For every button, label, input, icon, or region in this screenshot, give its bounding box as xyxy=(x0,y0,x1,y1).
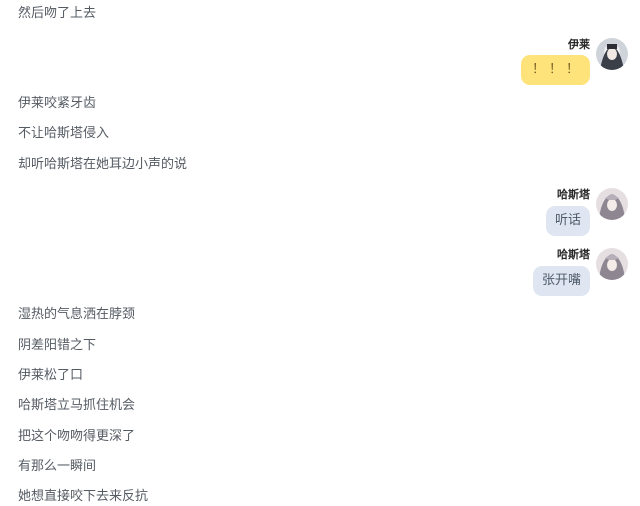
message-bubble: 听话 xyxy=(545,206,590,236)
message-bubble: 张开嘴 xyxy=(532,266,590,296)
narration-line: 她想直接咬下去来反抗 xyxy=(18,489,149,504)
narration-line: 把这个吻吻得更深了 xyxy=(18,429,136,444)
speaker-name: 伊莱 xyxy=(568,38,590,51)
avatar-hasita-icon xyxy=(596,188,628,220)
message-bubble: ！！！ xyxy=(520,55,590,85)
avatar-hasita-icon xyxy=(596,248,628,280)
narration-line: 阴差阳错之下 xyxy=(18,338,97,353)
narration-line: 有那么一瞬间 xyxy=(18,459,97,474)
avatar-yiliai-icon xyxy=(596,38,628,70)
speaker-name: 哈斯塔 xyxy=(557,188,590,201)
narration-line: 伊莱松了口 xyxy=(18,368,84,383)
speaker-name: 哈斯塔 xyxy=(557,248,590,261)
narration-line: 却听哈斯塔在她耳边小声的说 xyxy=(18,157,188,172)
narration-line: 然后吻了上去 xyxy=(18,6,97,21)
narration-line: 哈斯塔立马抓住机会 xyxy=(18,398,136,413)
narration-line: 不让哈斯塔侵入 xyxy=(18,126,110,141)
narration-line: 伊莱咬紧牙齿 xyxy=(18,96,97,111)
narration-line: 湿热的气息洒在脖颈 xyxy=(18,307,136,322)
